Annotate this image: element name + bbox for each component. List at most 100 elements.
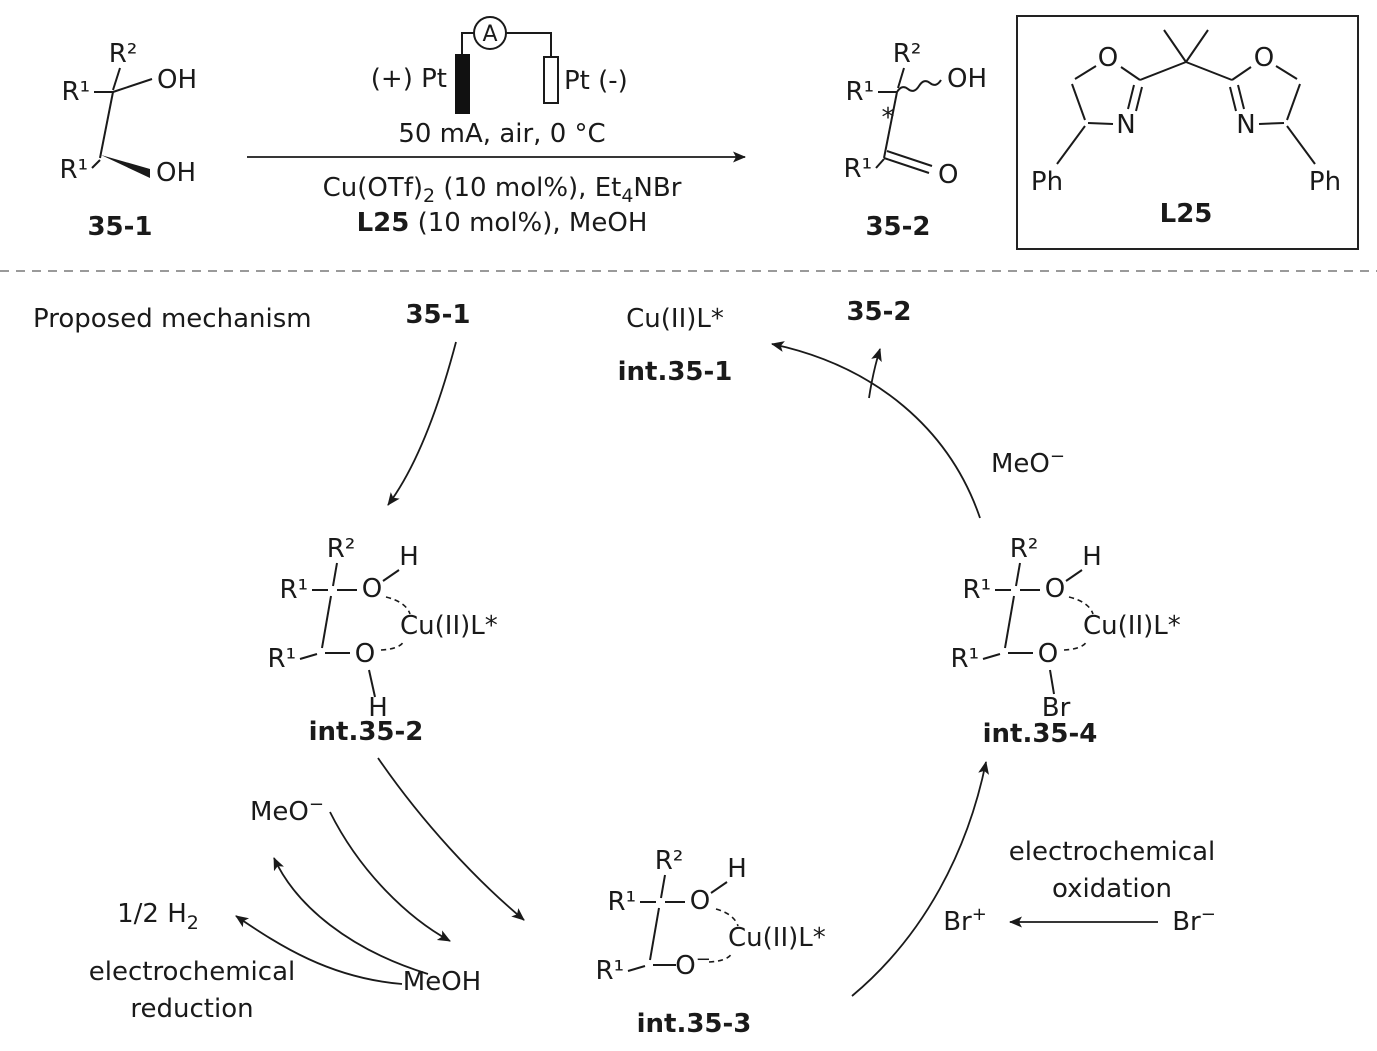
- n-label: N: [1236, 110, 1255, 140]
- cond-sub2: 4: [621, 185, 633, 207]
- wedge-bond: [101, 155, 150, 178]
- r1-label: R¹: [596, 956, 625, 986]
- ammeter-label: A: [482, 22, 497, 47]
- bond: [99, 91, 114, 159]
- bond: [1286, 83, 1301, 121]
- bond: [112, 78, 153, 93]
- br-base: Br: [1172, 907, 1201, 937]
- bond: [1074, 65, 1097, 80]
- meo-base: MeO: [991, 449, 1050, 479]
- cond-p2: (10 mol%), Et: [435, 173, 621, 203]
- bond: [1049, 669, 1055, 695]
- br-charge: +: [972, 904, 987, 925]
- meo-charge: −: [1050, 446, 1065, 467]
- bond: [1163, 29, 1187, 63]
- double-bond: [883, 157, 930, 174]
- int4-label: int.35-4: [983, 719, 1098, 749]
- r2-label: R²: [893, 39, 922, 69]
- o-label: O: [355, 639, 375, 669]
- br-label: Br: [1042, 693, 1071, 723]
- bond: [1185, 61, 1233, 81]
- bond: [112, 67, 121, 91]
- bond: [1087, 122, 1114, 125]
- methanol-label: MeOH: [403, 967, 481, 997]
- bond: [1015, 562, 1021, 587]
- bond: [982, 653, 1001, 660]
- cond-sub1: 2: [423, 185, 435, 207]
- bond: [1071, 83, 1086, 121]
- wire: [461, 32, 474, 54]
- double-bond: [1237, 84, 1245, 110]
- oxidation-label-line2: oxidation: [1052, 874, 1172, 904]
- bond: [627, 965, 646, 972]
- br-charge: −: [1201, 904, 1216, 925]
- oh-label: OH: [156, 158, 196, 188]
- o-label: O: [362, 574, 382, 604]
- int2-label: int.35-2: [309, 717, 424, 747]
- ph-label: Ph: [1031, 167, 1063, 197]
- double-bond: [1229, 86, 1237, 112]
- cathode-label: Pt (-): [564, 66, 628, 96]
- bromide-label: Br−: [1172, 904, 1216, 937]
- methoxide-right-label: MeO−: [991, 446, 1065, 479]
- o-label: O: [1098, 43, 1118, 73]
- bond: [1286, 125, 1316, 165]
- o-label: O: [1045, 574, 1065, 604]
- h-label: H: [727, 854, 747, 884]
- mechanism-title: Proposed mechanism: [33, 304, 312, 334]
- substrate-id: 35-1: [87, 212, 152, 242]
- substrate-structure: R² R¹ OH R¹ OH 35-1: [60, 39, 198, 242]
- h-label: H: [1082, 542, 1102, 572]
- arrow-methanol-to-methoxide: [273, 857, 429, 975]
- double-bond: [1127, 84, 1135, 110]
- cond-p3: NBr: [633, 173, 681, 203]
- hydrogen-label: 1/2 H2: [117, 899, 199, 934]
- cu-label: Cu(II)L*: [728, 923, 826, 953]
- methoxide-left-label: MeO−: [250, 794, 324, 827]
- r1-label: R¹: [280, 575, 309, 605]
- bond: [299, 653, 318, 660]
- coordination-bond: [1068, 596, 1094, 615]
- anode-electrode-icon: [455, 54, 470, 114]
- br-base: Br: [943, 907, 972, 937]
- bond: [649, 907, 660, 961]
- r1-label: R¹: [846, 77, 875, 107]
- conditions-line3: L25 (10 mol%), MeOH: [357, 208, 648, 238]
- coordination-bond: [1063, 640, 1088, 651]
- r2-label: R²: [655, 846, 684, 876]
- electrochemical-cell: A (+) Pt Pt (-): [371, 16, 628, 114]
- bond: [710, 881, 728, 894]
- reaction-conditions: 50 mA, air, 0 °C Cu(OTf)2 (10 mol%), Et4…: [247, 119, 746, 238]
- int2-structure: R² R¹ O H R¹ O H Cu(II)L* int.35-2: [268, 534, 498, 747]
- bond: [1004, 595, 1015, 649]
- catalyst-label: Cu(II)L*: [626, 304, 724, 334]
- bond: [875, 158, 885, 169]
- mech-substrate-label: 35-1: [405, 300, 470, 330]
- double-bond: [1135, 86, 1143, 112]
- cond-p1: Cu(OTf): [323, 173, 423, 203]
- bond: [1275, 65, 1298, 80]
- bond: [1258, 122, 1285, 125]
- double-bond: [886, 150, 933, 167]
- r1-label: R¹: [608, 887, 637, 917]
- ph-label: Ph: [1309, 167, 1341, 197]
- coordination-bond: [385, 596, 411, 615]
- int3-label: int.35-3: [637, 1009, 752, 1039]
- ligand-frame: [1016, 15, 1359, 250]
- r1-label: R¹: [60, 155, 89, 185]
- int4-structure: R² R¹ O H R¹ O Br Cu(II)L* int.35-4: [951, 534, 1181, 749]
- o-label: O: [1038, 639, 1058, 669]
- wire: [506, 32, 552, 57]
- bond: [91, 159, 101, 169]
- r1-label: R¹: [268, 644, 297, 674]
- arrow-int2-to-int3: [377, 757, 525, 921]
- o-label: O: [938, 160, 958, 190]
- h-label: H: [399, 542, 419, 572]
- r1-label: R¹: [62, 77, 91, 107]
- bond: [1139, 61, 1187, 81]
- bond: [1056, 125, 1086, 165]
- product-id: 35-2: [865, 212, 930, 242]
- reduction-label-line2: reduction: [130, 994, 253, 1024]
